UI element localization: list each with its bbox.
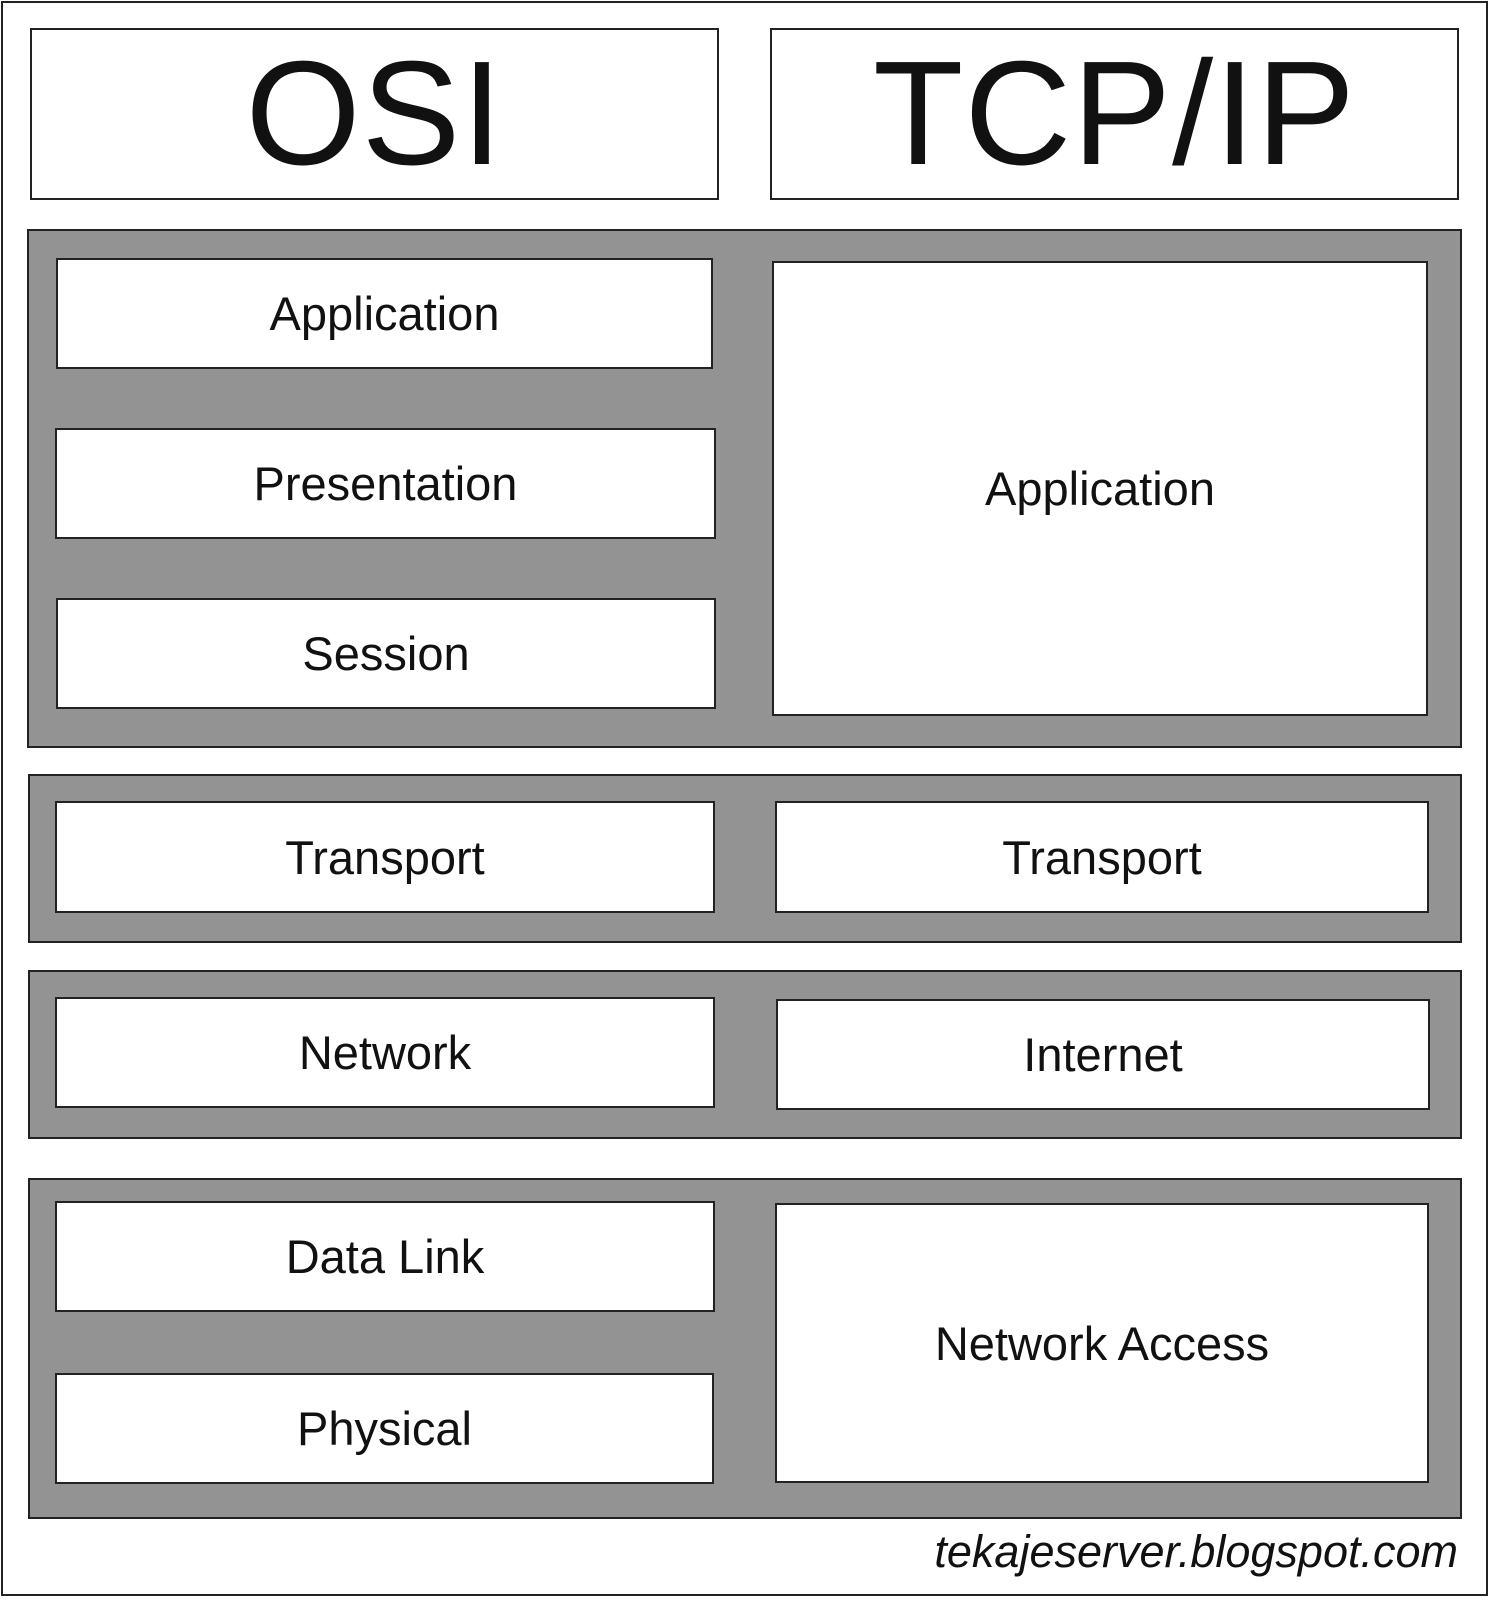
osi-data-link-layer: Data Link <box>55 1201 715 1312</box>
osi-network-layer: Network <box>55 997 715 1108</box>
osi-header: OSI <box>30 28 719 200</box>
osi-physical-layer: Physical <box>55 1373 714 1484</box>
tcpip-transport-layer: Transport <box>775 801 1429 913</box>
osi-application-label: Application <box>269 287 500 340</box>
osi-header-label: OSI <box>245 31 504 196</box>
osi-network-label: Network <box>298 1026 472 1079</box>
osi-data-link-label: Data Link <box>285 1230 485 1283</box>
tcpip-header: TCP/IP <box>770 28 1459 200</box>
tcpip-internet-layer: Internet <box>776 999 1430 1110</box>
osi-presentation-layer: Presentation <box>55 428 716 539</box>
tcpip-network-access-layer: Network Access <box>775 1203 1429 1483</box>
osi-transport-label: Transport <box>285 830 485 884</box>
osi-presentation-label: Presentation <box>253 457 518 510</box>
osi-application-layer: Application <box>56 258 713 369</box>
tcpip-network-access-label: Network Access <box>934 1316 1270 1370</box>
osi-physical-label: Physical <box>296 1402 472 1455</box>
tcpip-internet-label: Internet <box>1023 1028 1183 1081</box>
tcpip-application-label: Application <box>985 462 1215 515</box>
watermark-text: tekajeserver.blogspot.com <box>934 1526 1458 1577</box>
osi-transport-layer: Transport <box>55 801 715 913</box>
osi-session-layer: Session <box>56 598 716 709</box>
tcpip-application-layer: Application <box>772 261 1428 716</box>
tcpip-transport-label: Transport <box>1002 830 1202 884</box>
tcpip-header-label: TCP/IP <box>873 31 1356 196</box>
osi-session-label: Session <box>302 627 470 680</box>
